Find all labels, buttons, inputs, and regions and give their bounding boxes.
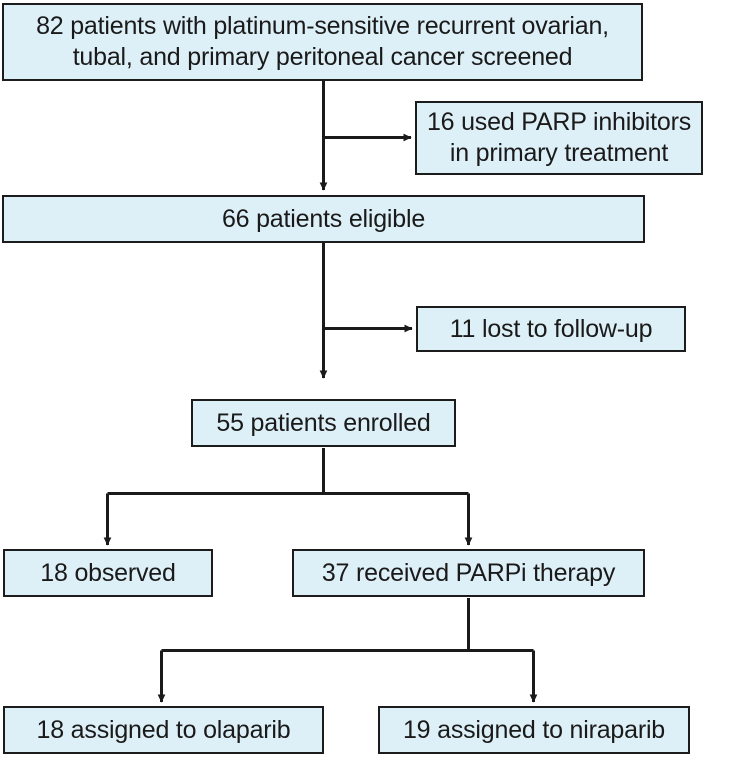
node-screened-label: 82 patients with platinum-sensitive recu… — [36, 11, 609, 71]
node-assigned-olaparib: 18 assigned to olaparib — [3, 706, 324, 754]
node-excluded-parp-inhibitors-label: 16 used PARP inhibitors in primary treat… — [426, 107, 692, 167]
node-lost-to-follow-up-label: 11 lost to follow-up — [449, 314, 653, 343]
node-observed-label: 18 observed — [40, 558, 176, 587]
node-received-parpi-therapy-label: 37 received PARPi therapy — [321, 558, 616, 587]
node-assigned-olaparib-label: 18 assigned to olaparib — [36, 715, 291, 744]
node-assigned-niraparib-label: 19 assigned to niraparib — [402, 715, 666, 744]
node-enrolled: 55 patients enrolled — [191, 399, 456, 447]
node-enrolled-label: 55 patients enrolled — [216, 408, 431, 437]
node-excluded-parp-inhibitors: 16 used PARP inhibitors in primary treat… — [415, 101, 703, 175]
node-observed: 18 observed — [3, 549, 213, 597]
node-lost-to-follow-up: 11 lost to follow-up — [416, 306, 686, 352]
node-assigned-niraparib: 19 assigned to niraparib — [378, 706, 690, 754]
node-screened: 82 patients with platinum-sensitive recu… — [2, 3, 643, 81]
node-received-parpi-therapy: 37 received PARPi therapy — [292, 549, 645, 597]
node-eligible: 66 patients eligible — [2, 195, 645, 243]
node-eligible-label: 66 patients eligible — [221, 204, 426, 233]
